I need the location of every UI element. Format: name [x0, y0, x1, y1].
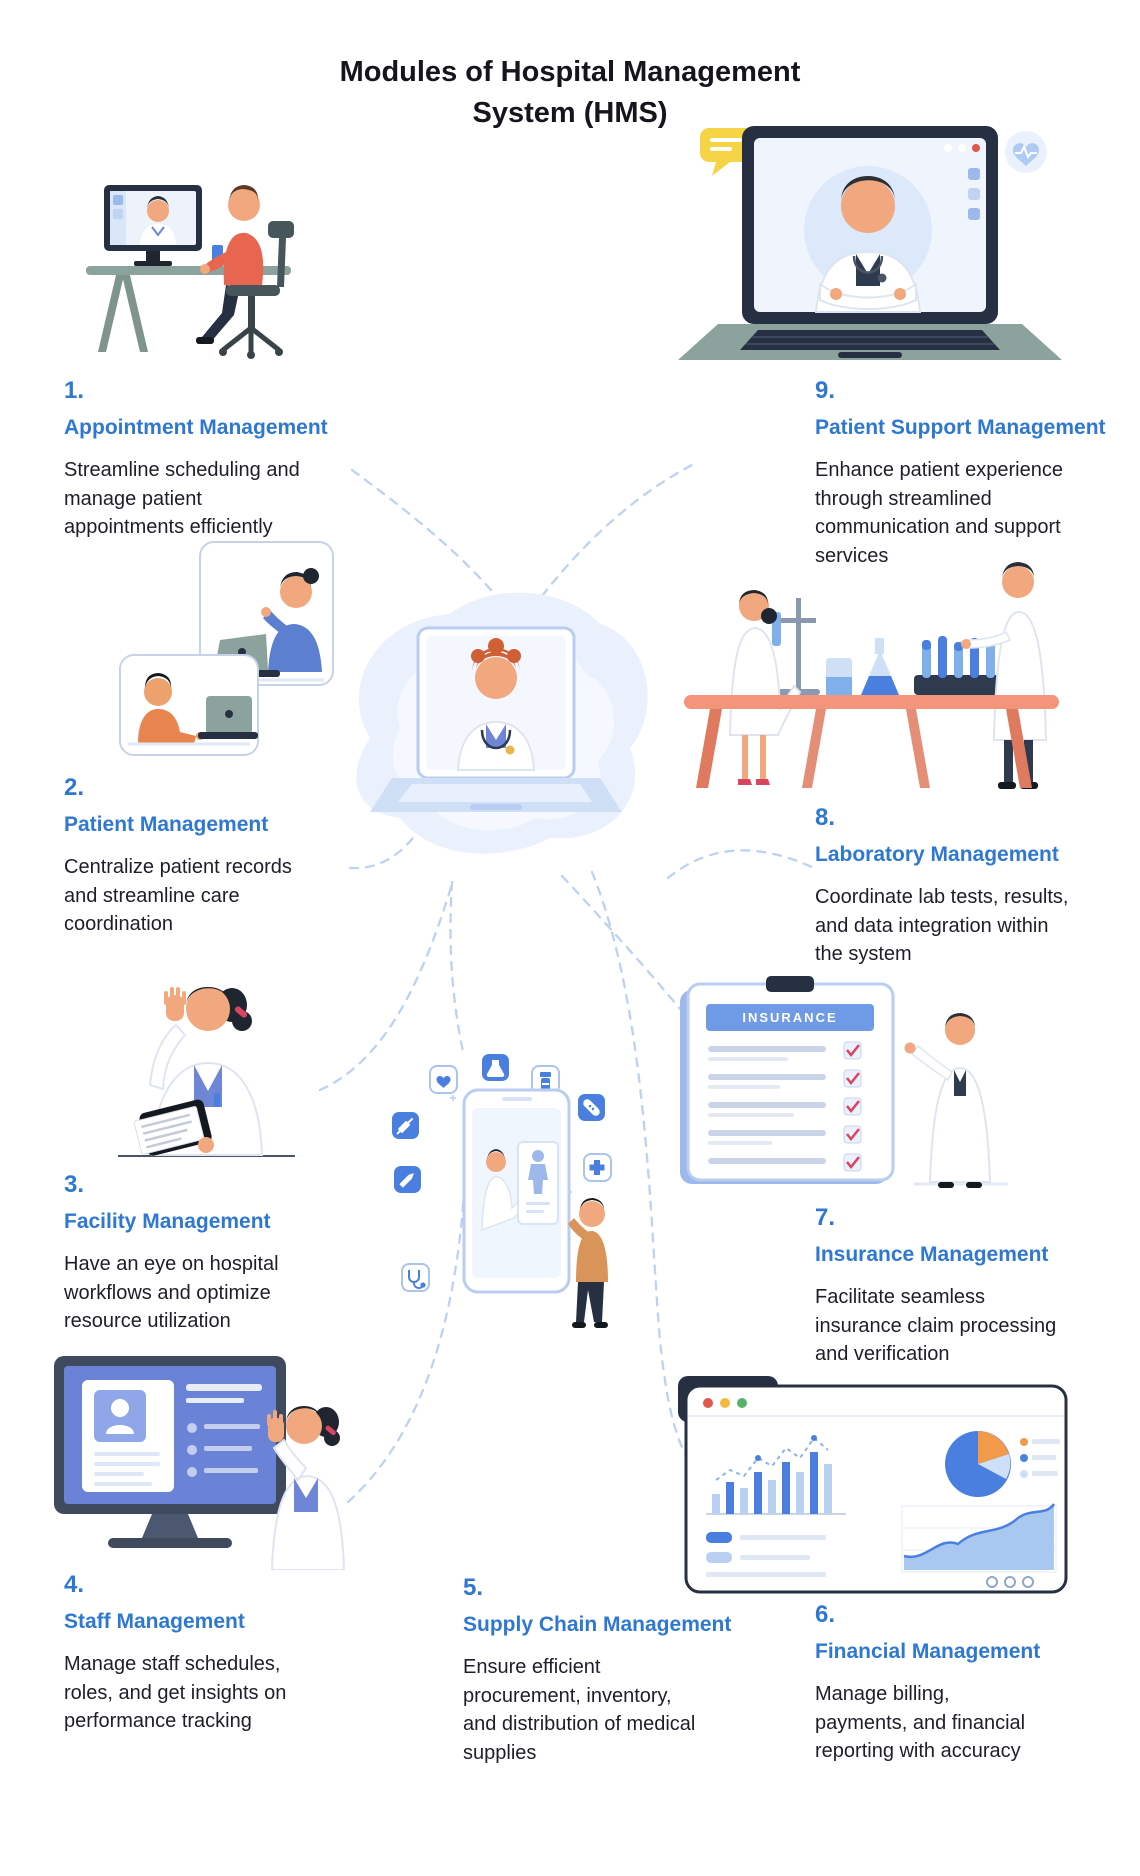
bar-chart [706, 1435, 846, 1515]
module-number: 3. [64, 1171, 85, 1198]
heart-pulse-icon [1005, 131, 1047, 173]
laptop-doctor [416, 626, 576, 780]
laptop-base [370, 778, 622, 812]
module-number: 5. [463, 1574, 484, 1601]
module-title: Appointment Management [64, 416, 328, 440]
pagination-dots [986, 1576, 1034, 1588]
syringe-icon [392, 1112, 419, 1139]
module-insurance-management: 7. Insurance Management Facilitate seaml… [815, 1205, 1140, 1369]
doctor-presenting [904, 1013, 1008, 1188]
module-financial-management: 6. Financial Management Manage billing, … [815, 1602, 1140, 1766]
module-title: Patient Management [64, 813, 269, 837]
lab-table [684, 695, 1059, 788]
module-patient-support-management: 9. Patient Support Management Enhance pa… [815, 378, 1140, 570]
pie-chart [945, 1431, 1060, 1497]
patient-illustration [108, 480, 338, 760]
module-title: Insurance Management [815, 1243, 1049, 1267]
module-patient-management: 2. Patient Management Centralize patient… [64, 775, 364, 939]
financial-illustration [670, 1376, 1078, 1598]
laptop-doctor [742, 126, 998, 324]
module-title: Laboratory Management [815, 843, 1059, 867]
module-number: 4. [64, 1571, 85, 1598]
center-illustration [330, 578, 660, 870]
module-number: 6. [815, 1601, 836, 1628]
connector-module-9 [540, 462, 696, 598]
module-title: Patient Support Management [815, 416, 1106, 440]
monitor-with-doctor-icon [104, 185, 202, 266]
heart-pulse-icon [429, 1065, 458, 1094]
decorative-crosses [450, 1095, 572, 1195]
supply-chain-illustration [386, 1050, 636, 1340]
patient-chat-card [119, 654, 259, 756]
connector-module-6 [590, 870, 702, 1480]
insurance-board-label: INSURANCE [742, 1010, 837, 1025]
module-title: Supply Chain Management [463, 1613, 732, 1637]
module-description: Ensure efficient procurement, inventory,… [463, 1656, 696, 1764]
module-supply-chain-management: 5. Supply Chain Management Ensure effici… [463, 1575, 783, 1767]
checklist-rows [708, 1041, 862, 1172]
laboratory-illustration [666, 490, 1078, 795]
seated-patient [196, 185, 294, 359]
module-number: 8. [815, 804, 836, 831]
insurance-clipboard: INSURANCE [680, 976, 895, 1184]
chat-bubble-icon [700, 128, 754, 176]
plus-icon [583, 1153, 612, 1182]
lab-equipment [826, 636, 1006, 695]
module-title: Financial Management [815, 1640, 1041, 1664]
module-description: Have an eye on hospital workflows and op… [64, 1253, 279, 1333]
module-appointment-management: 1. Appointment Management Streamline sch… [64, 378, 364, 542]
module-description: Streamline scheduling and manage patient… [64, 459, 300, 539]
connector-module-8 [666, 849, 816, 880]
facility-illustration [90, 965, 315, 1165]
medical-icon-tiles [392, 1054, 612, 1292]
module-title: Staff Management [64, 1610, 245, 1634]
module-number: 9. [815, 377, 836, 404]
bandage-icon [578, 1094, 605, 1121]
module-title: Facility Management [64, 1210, 271, 1234]
module-number: 7. [815, 1204, 836, 1231]
insurance-illustration: INSURANCE [666, 976, 1016, 1191]
stethoscope-icon [401, 1263, 430, 1292]
pencil-icon [394, 1166, 421, 1193]
clinician-waving [267, 1406, 346, 1570]
module-description: Centralize patient records and streamlin… [64, 856, 292, 936]
laptop-base [678, 324, 1062, 360]
module-number: 1. [64, 377, 85, 404]
patient-support-illustration [670, 110, 1072, 368]
appointment-illustration [86, 145, 311, 375]
module-facility-management: 3. Facility Management Have an eye on ho… [64, 1172, 364, 1336]
module-description: Facilitate seamless insurance claim proc… [815, 1286, 1057, 1366]
module-number: 2. [64, 774, 85, 801]
dashboard-window [684, 1384, 1068, 1594]
page-title: Modules of Hospital Management System (H… [339, 56, 801, 130]
module-description: Manage billing, payments, and financial … [815, 1683, 1026, 1763]
module-description: Enhance patient experience through strea… [815, 459, 1063, 567]
flask-icon [482, 1054, 509, 1081]
module-laboratory-management: 8. Laboratory Management Coordinate lab … [815, 805, 1140, 969]
pill-bottle-icon [531, 1065, 560, 1094]
connector-module-5 [449, 880, 466, 1058]
profile-monitor [54, 1356, 286, 1548]
standing-patient [568, 1198, 608, 1328]
module-description: Manage staff schedules, roles, and get i… [64, 1653, 287, 1733]
clinician-waving [133, 987, 264, 1156]
lab-stand [772, 598, 820, 695]
staff-illustration [46, 1352, 346, 1570]
module-description: Coordinate lab tests, results, and data … [815, 886, 1069, 966]
module-staff-management: 4. Staff Management Manage staff schedul… [64, 1572, 364, 1736]
area-chart [901, 1503, 1057, 1573]
list-rows [706, 1532, 826, 1577]
telemedicine-phone [462, 1088, 571, 1294]
